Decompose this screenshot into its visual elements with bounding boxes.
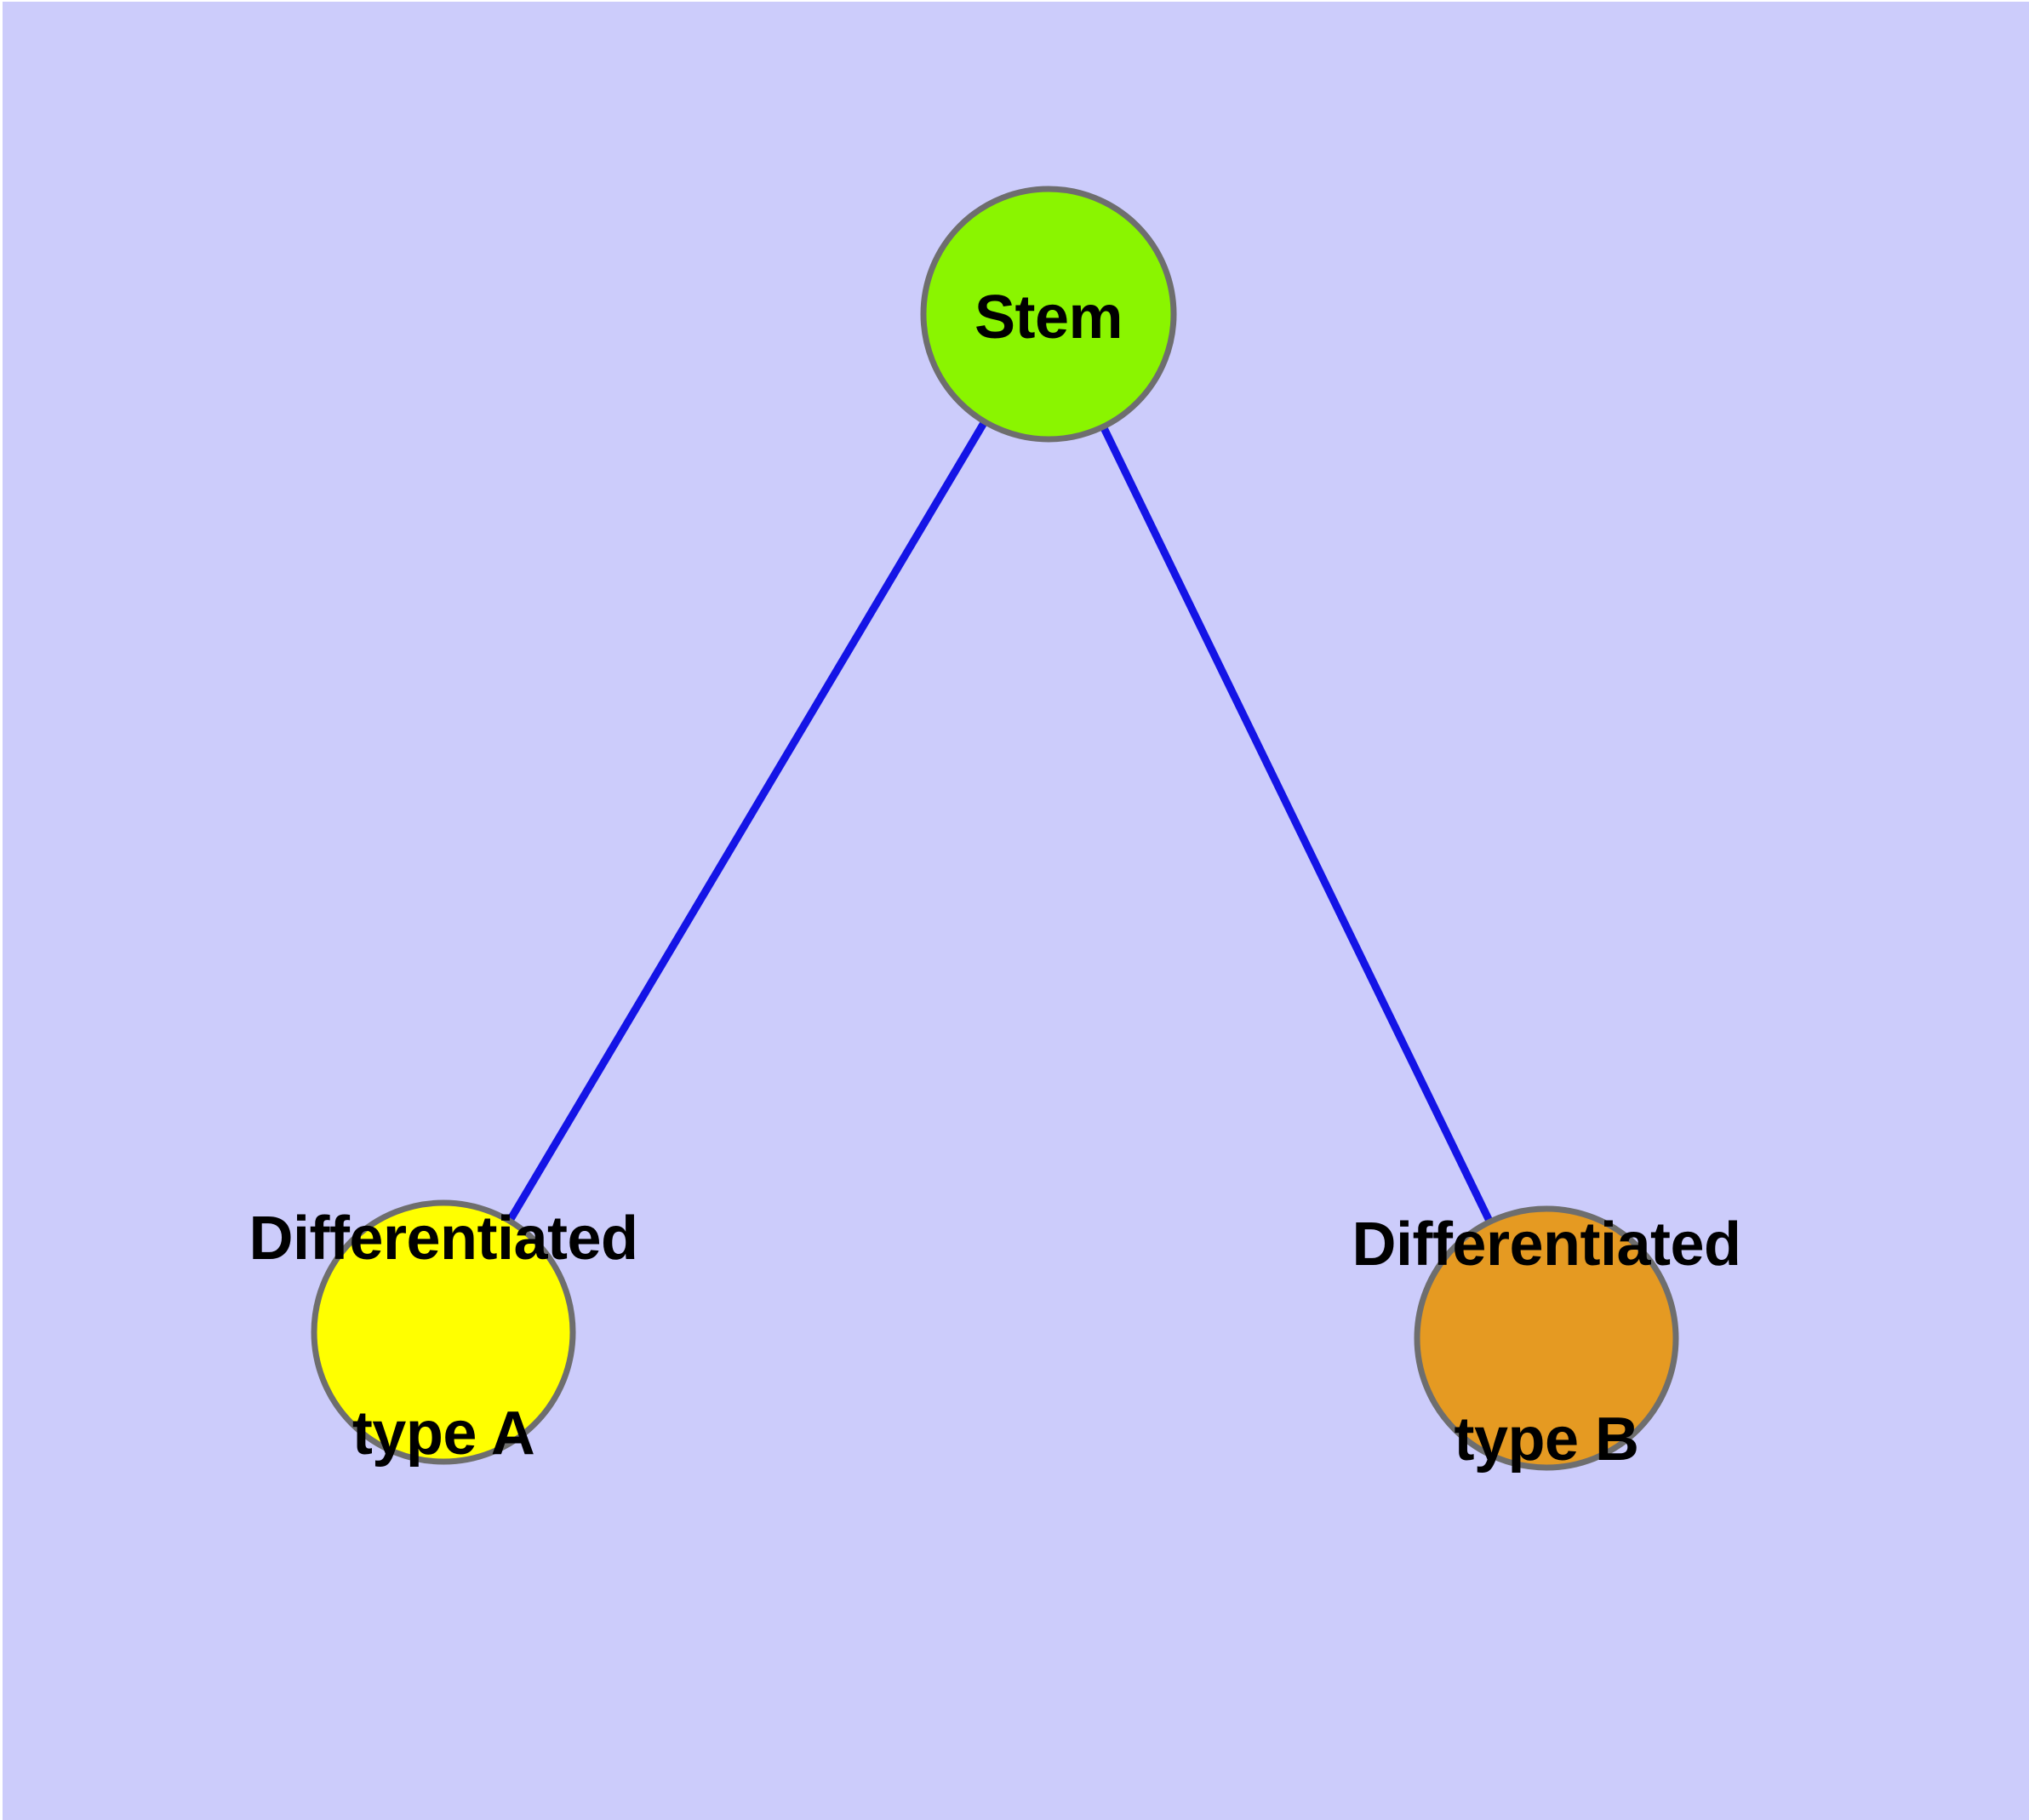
node-differentiated-type-a[interactable] — [311, 1199, 576, 1465]
edge-group — [506, 420, 1494, 1224]
node-group — [311, 186, 1679, 1471]
edge-stem-to-differentiated-type-b[interactable] — [1100, 425, 1494, 1224]
edge-stem-to-differentiated-type-a[interactable] — [506, 420, 988, 1223]
node-differentiated-type-b[interactable] — [1414, 1205, 1679, 1471]
node-stem[interactable] — [920, 186, 1177, 443]
